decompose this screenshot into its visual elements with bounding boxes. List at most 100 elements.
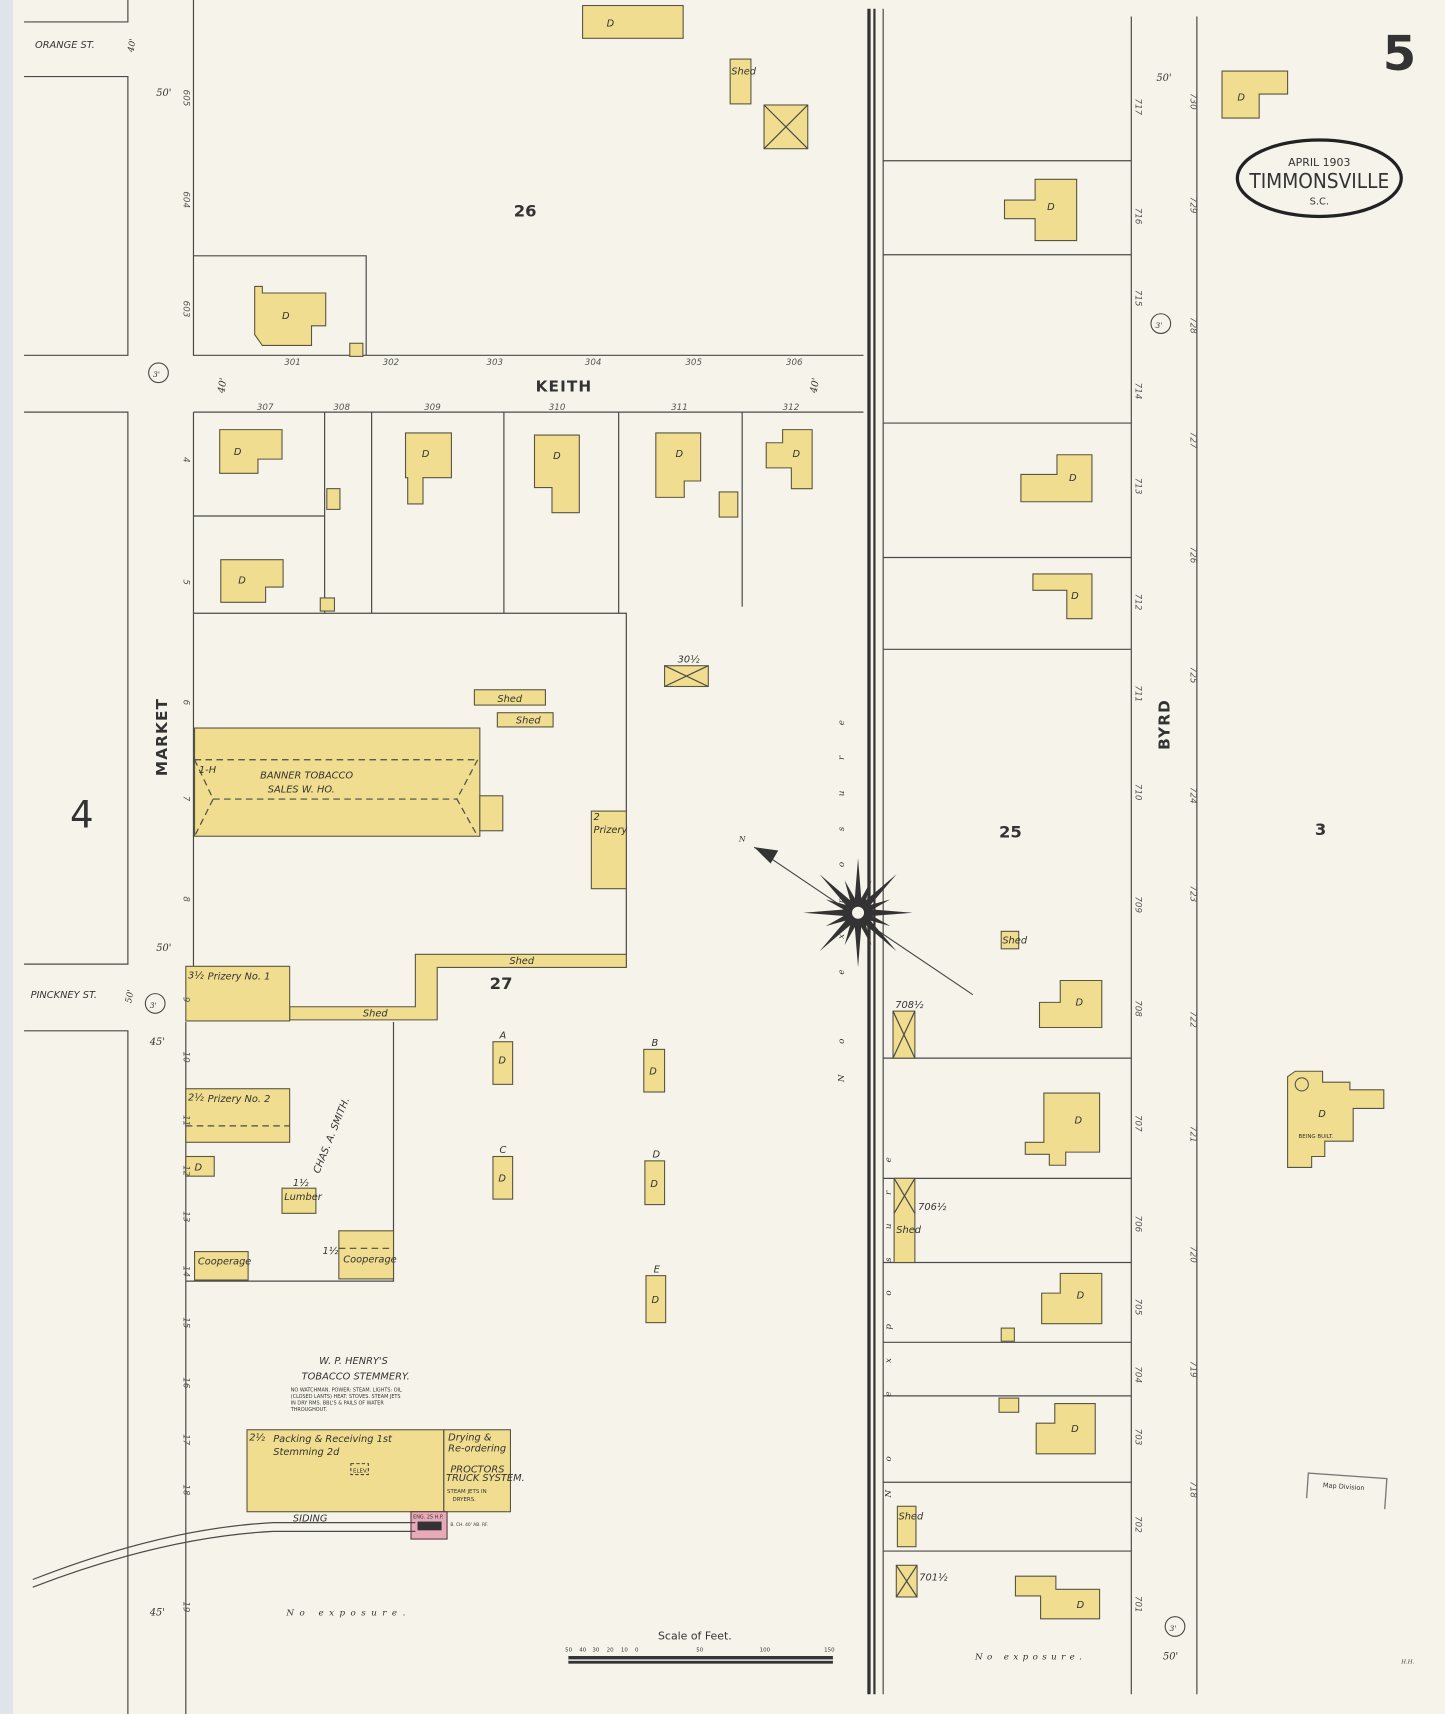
address-number: 711 bbox=[1133, 685, 1143, 702]
no-exposure-note: No exposure bbox=[837, 689, 847, 1083]
width-label: 50' bbox=[1156, 73, 1171, 84]
street-label-market: MARKET bbox=[153, 698, 171, 776]
scale-tick-label: 20 bbox=[607, 1648, 614, 1654]
use-label: D bbox=[1069, 473, 1077, 484]
scale-tick-label: 30 bbox=[592, 1648, 599, 1654]
note-label: PROCTORS bbox=[450, 1464, 504, 1475]
use-label: D bbox=[282, 311, 290, 322]
scale-tick-label: 150 bbox=[824, 1648, 835, 1654]
building-name: BANNER TOBACCO bbox=[260, 770, 353, 781]
letter-label: D bbox=[653, 1150, 661, 1161]
story-label: 1½ bbox=[293, 1177, 309, 1189]
address-number: 15 bbox=[181, 1317, 191, 1329]
building-dwelling: D bbox=[1041, 1272, 1103, 1325]
use-label: Shed bbox=[516, 716, 542, 727]
story-label: 701½ bbox=[919, 1572, 948, 1584]
use-label: D bbox=[1318, 1109, 1326, 1120]
use-label: D bbox=[1237, 93, 1245, 104]
scale-tick-label: 0 bbox=[635, 1648, 639, 1654]
address-number: 703 bbox=[1133, 1429, 1143, 1446]
use-label: Shed bbox=[1002, 935, 1028, 946]
address-number: 309 bbox=[424, 403, 441, 413]
siding-label: SIDING bbox=[293, 1514, 328, 1525]
story-label: 30½ bbox=[678, 653, 701, 665]
stemmery-note: (CLOSED LANTS) HEAT: STOVES. STEAM JETS bbox=[291, 1394, 401, 1400]
address-number: 716 bbox=[1133, 208, 1143, 225]
address-number: 6 bbox=[181, 700, 191, 706]
address-number: 723 bbox=[1187, 885, 1197, 902]
address-number: 729 bbox=[1187, 197, 1197, 214]
address-number: 702 bbox=[1133, 1516, 1143, 1533]
address-number: 7 bbox=[181, 796, 191, 802]
block-number-25: 25 bbox=[999, 822, 1022, 841]
address-number: 727 bbox=[1187, 432, 1197, 449]
use-label: D bbox=[1076, 998, 1084, 1009]
address-number: 10 bbox=[181, 1052, 191, 1064]
compass-center bbox=[850, 905, 866, 920]
block-number-26: 26 bbox=[514, 201, 537, 220]
no-exposure-note: No exposure bbox=[884, 1129, 894, 1499]
story-label: 2½ bbox=[249, 1432, 265, 1444]
address-number: 19 bbox=[181, 1601, 191, 1613]
address-number: 710 bbox=[1133, 784, 1143, 801]
building-tobacco-stemmery: 2½ Packing & Receiving 1st Stemming 2d E… bbox=[246, 1429, 525, 1513]
note-label: DRYERS. bbox=[453, 1497, 477, 1503]
address-number: 713 bbox=[1133, 478, 1143, 495]
building-dwelling: D bbox=[765, 429, 813, 490]
use-label: D bbox=[498, 1056, 506, 1067]
address-number: 719 bbox=[1187, 1361, 1197, 1378]
building-shed: Shed bbox=[496, 712, 554, 728]
building-dwelling: D bbox=[1020, 454, 1093, 503]
stemmery-note: NO WATCHMAN. POWER: STEAM. LIGHTS: OIL bbox=[291, 1387, 402, 1393]
curb-label: 3' bbox=[1155, 321, 1162, 330]
building-dwelling: D bbox=[582, 4, 684, 39]
width-label: 40' bbox=[808, 377, 822, 395]
address-number: 16 bbox=[181, 1377, 191, 1389]
address-number: 720 bbox=[1187, 1246, 1197, 1263]
stamp-text: Map Division bbox=[1323, 1481, 1365, 1492]
compass-point bbox=[854, 909, 897, 952]
use-label: D bbox=[607, 18, 615, 29]
compass-point bbox=[854, 874, 897, 916]
building-outbuilding bbox=[319, 597, 336, 612]
story-label: 2 bbox=[594, 812, 600, 823]
use-label: D bbox=[1077, 1291, 1085, 1302]
street-label-byrd: BYRD bbox=[1156, 699, 1174, 750]
state-name: S.C. bbox=[1310, 196, 1329, 207]
building-cooperage: Cooperage bbox=[194, 1251, 252, 1281]
building-dwelling: D bbox=[1221, 70, 1289, 119]
building-outhouse bbox=[763, 104, 809, 150]
building-banner-tobacco-warehouse: 1-H BANNER TOBACCO SALES W. HO. bbox=[194, 727, 504, 837]
use-label: Cooperage bbox=[198, 1257, 252, 1268]
address-number: 13 bbox=[181, 1211, 191, 1222]
block-number-27: 27 bbox=[490, 974, 513, 993]
elevator-box bbox=[350, 1463, 369, 1476]
town-name: TIMMONSVILLE bbox=[1248, 169, 1389, 193]
building-dwelling: D bbox=[1024, 1092, 1101, 1166]
building-dwelling: D bbox=[1003, 178, 1078, 242]
scale-tick-label: 100 bbox=[760, 1648, 771, 1654]
address-number: 717 bbox=[1133, 98, 1143, 115]
address-number: 724 bbox=[1187, 787, 1197, 804]
use-label: Re-ordering bbox=[448, 1444, 506, 1455]
building-dwelling: D bbox=[1035, 1402, 1096, 1455]
stemmery-note: IN DRY RMS. BBL'S & PAILS OF WATER bbox=[291, 1401, 385, 1407]
building-outbuilding: 708½ bbox=[892, 999, 924, 1059]
use-label: Shed bbox=[898, 1511, 924, 1522]
street-widths: 40' 50' 40' 40' 50' 50' 45' 45' 50' 50' … bbox=[124, 38, 1186, 1662]
width-label: 40' bbox=[126, 38, 138, 54]
address-number: 311 bbox=[671, 403, 688, 413]
building-dwelling: D bbox=[1038, 979, 1103, 1029]
use-label: Drying & bbox=[448, 1433, 492, 1444]
building-outbuilding: 701½ bbox=[895, 1564, 948, 1598]
letter-label: A bbox=[499, 1030, 507, 1041]
compass-point bbox=[803, 908, 859, 918]
address-number: 12 bbox=[181, 1165, 191, 1177]
address-number: 5 bbox=[181, 579, 191, 585]
